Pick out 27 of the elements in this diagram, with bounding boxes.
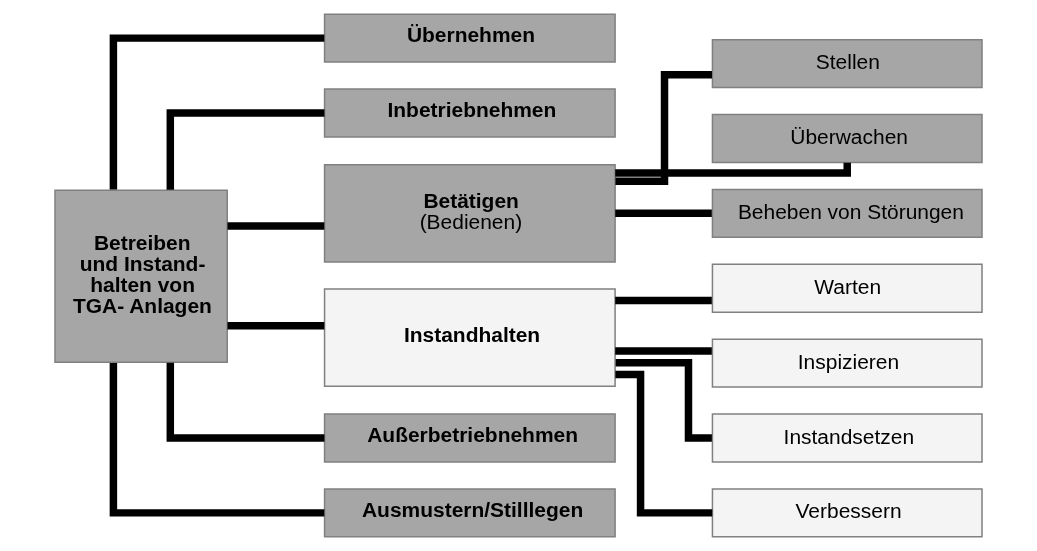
node-box: Inspizieren [711,338,983,388]
node-box: Stellen [711,38,983,89]
node-box: Überwachen [711,113,983,164]
node-box: Warten [711,263,983,313]
connector [109,363,325,517]
node-box: Betreiben und Instand- halten von TGA- Anlagen [54,189,228,364]
node-box: Ausmustern/Stilllegen [323,488,616,538]
node-box: Inbetriebnehmen [323,88,616,138]
connector [615,347,712,355]
connector [615,296,712,305]
node-box: Übernehmen [323,13,616,63]
connector [166,109,325,190]
connector [227,222,325,230]
connector [615,71,713,185]
node-box: Instandsetzen [711,413,983,463]
connector [109,34,325,190]
node-box: Außerbetriebnehmen [323,413,616,463]
connector [166,362,325,442]
node-box: Verbessern [711,488,983,538]
connector [615,359,712,442]
connector [615,162,851,177]
connector [615,209,712,218]
connector [615,370,713,517]
node-box: Betätigen (Bedienen) [323,163,616,263]
node-box: Beheben von Störungen [711,188,983,239]
node-box: Instandhalten [323,288,616,388]
connector [227,321,325,330]
